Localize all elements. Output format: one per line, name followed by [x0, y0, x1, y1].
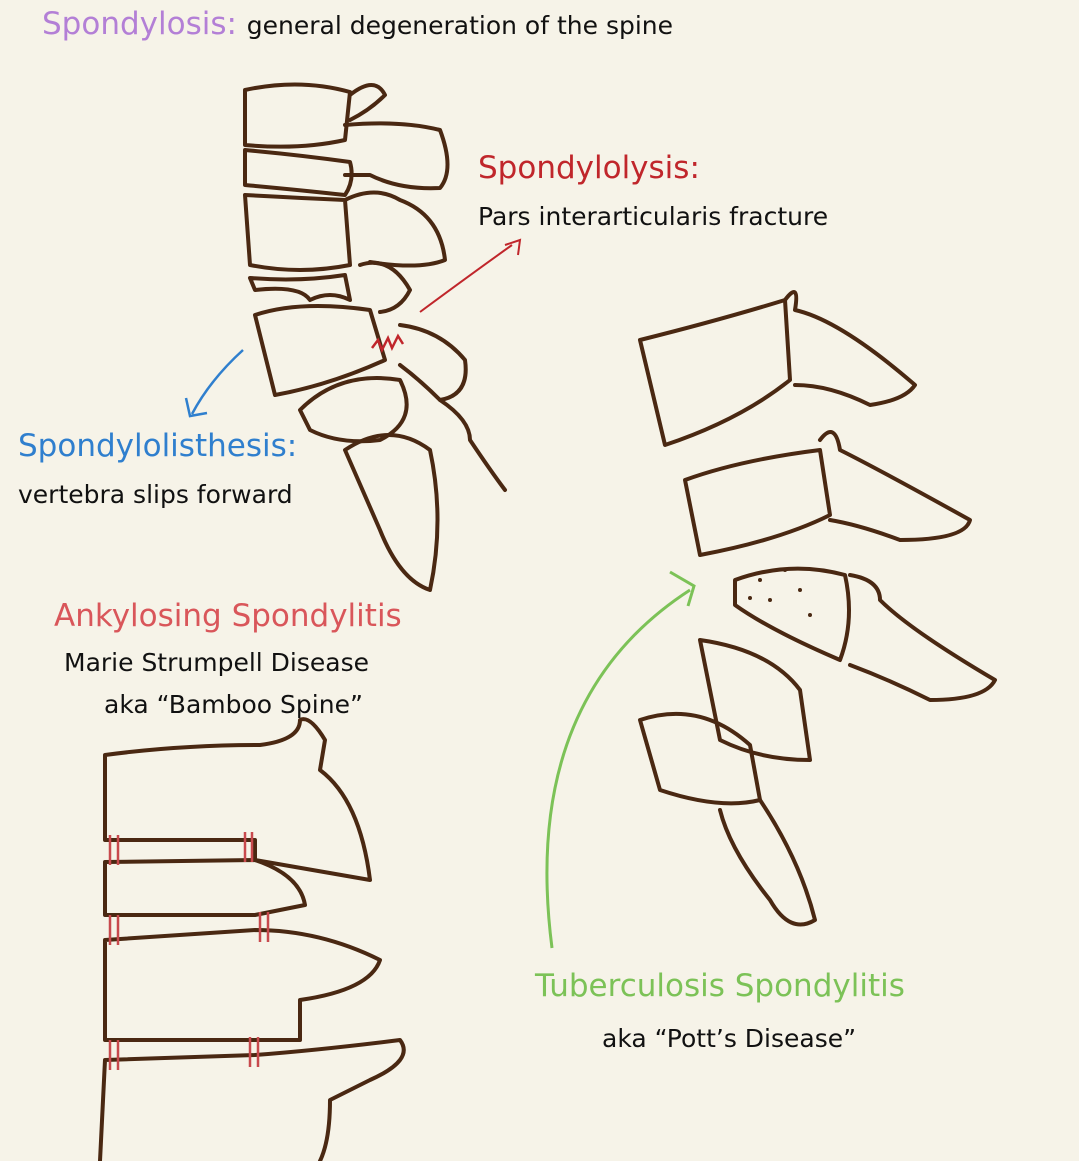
spondylosis-title: Spondylosis: — [42, 6, 237, 42]
lumbar-spine-drawing — [184, 82, 522, 592]
spondylosis-description: general degeneration of the spine — [246, 11, 674, 40]
lesion-marks — [748, 568, 812, 617]
ankylosing-title: Ankylosing Spondylitis — [54, 598, 402, 634]
ankylosing-line1: Marie Strumpell Disease — [64, 648, 370, 677]
tuberculosis-spine-drawing — [545, 290, 997, 949]
spondylolysis-title: Spondylolysis: — [478, 150, 700, 186]
tuberculosis-title: Tuberculosis Spondylitis — [535, 968, 905, 1004]
spondylolysis-description: Pars interarticularis fracture — [478, 202, 829, 231]
spondylolisthesis-description: vertebra slips forward — [18, 480, 293, 509]
bamboo-spine-drawing — [98, 717, 406, 1161]
tuberculosis-line1: aka “Pott’s Disease” — [602, 1024, 857, 1053]
spondylolisthesis-title: Spondylolisthesis: — [18, 428, 298, 464]
ankylosing-line2: aka “Bamboo Spine” — [104, 690, 363, 719]
spondylosis-heading: Spondylosis: general degeneration of the… — [42, 6, 673, 42]
